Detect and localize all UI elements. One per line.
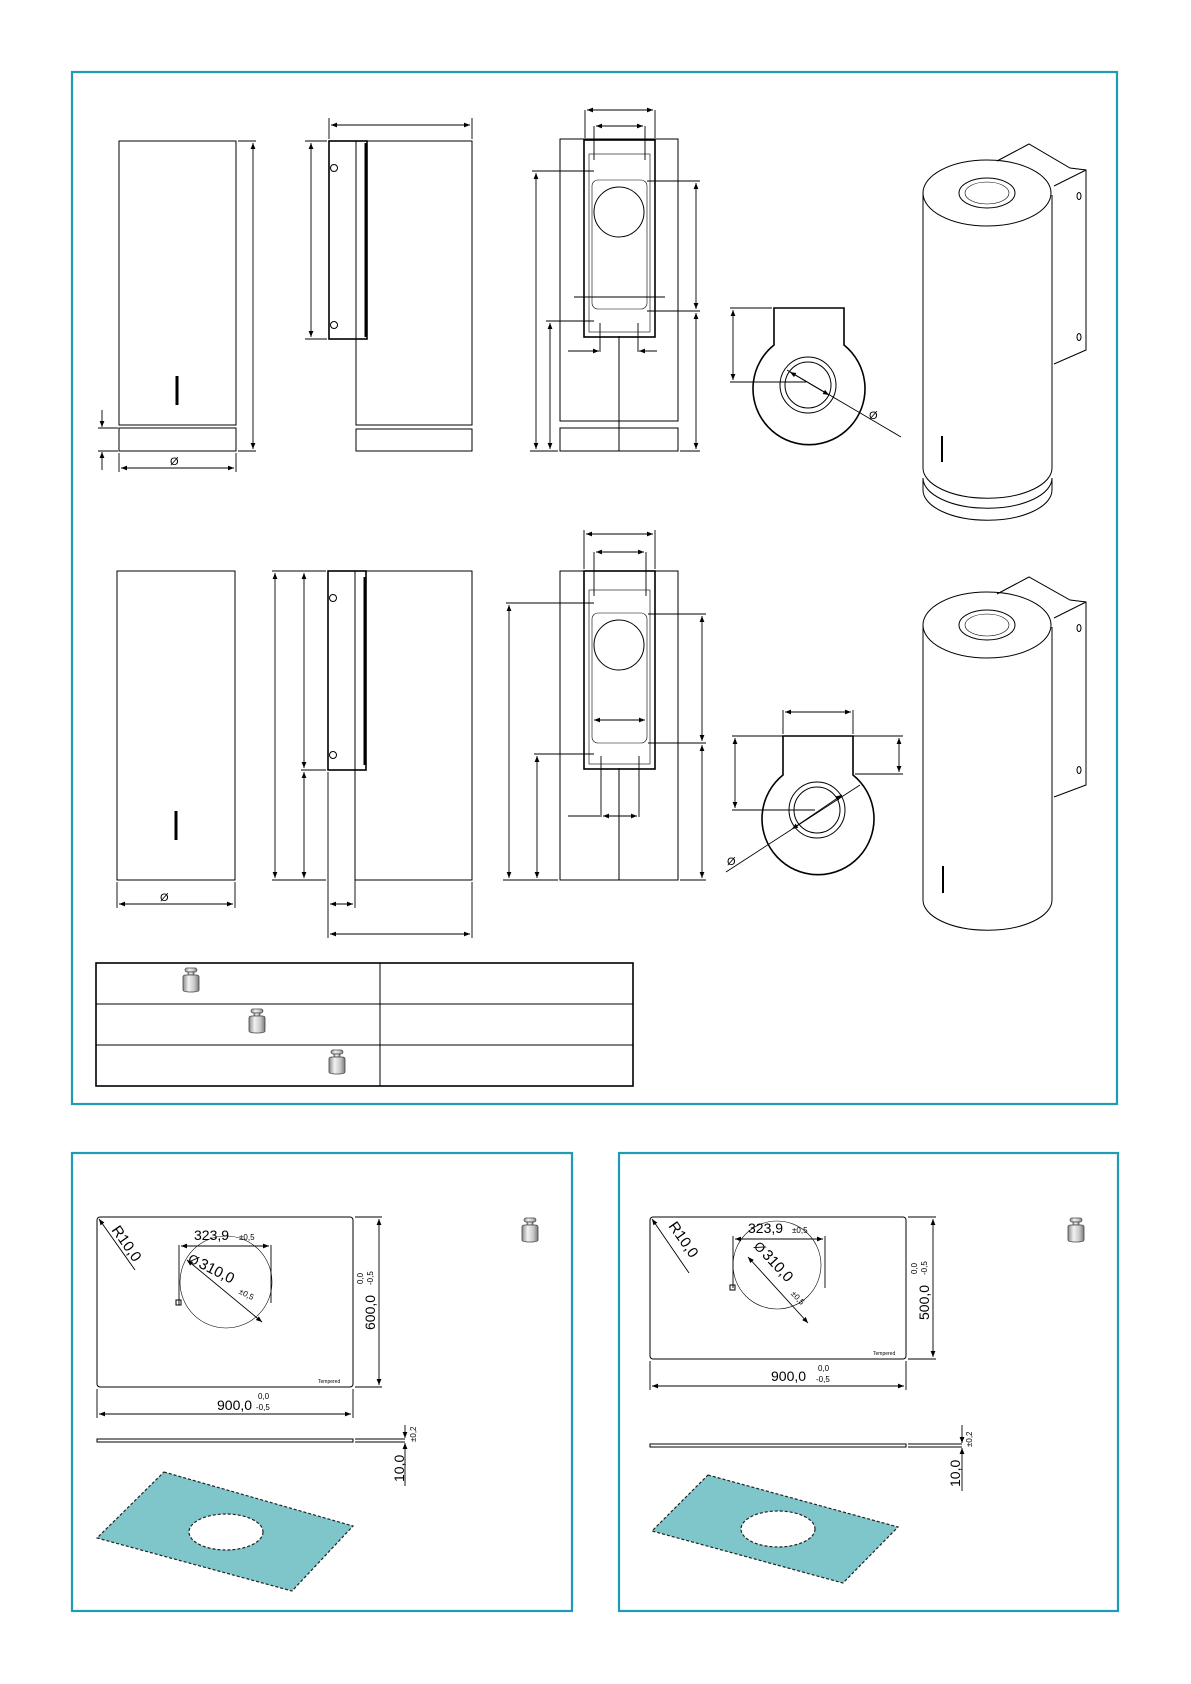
thickness-tolerance: ±0,2 bbox=[965, 1431, 974, 1447]
radius-label: R10,0 bbox=[108, 1223, 145, 1266]
width-tolerance-lower: -0,5 bbox=[256, 1403, 270, 1412]
hole-diameter-value: 310,0 bbox=[758, 1247, 796, 1286]
diameter-symbol: Ø bbox=[869, 410, 878, 422]
material-note: Tempered bbox=[318, 1379, 340, 1385]
height-tolerance-lower: -0,5 bbox=[366, 1271, 375, 1285]
top-view-bracket: Ø bbox=[730, 307, 902, 446]
hole-offset-value: 323,9 bbox=[194, 1227, 229, 1243]
weight-icon bbox=[521, 1217, 539, 1243]
isometric-view bbox=[922, 576, 1087, 931]
side-view bbox=[272, 570, 473, 938]
width-tolerance-upper: 0,0 bbox=[818, 1364, 830, 1373]
glass-panel-600-frame bbox=[70, 1151, 574, 1613]
front-view-with-base: Ø bbox=[98, 140, 256, 472]
hole-diameter-tolerance: ±0,5 bbox=[237, 1287, 255, 1302]
height-value: 500,0 bbox=[916, 1285, 932, 1320]
diameter-symbol: Ø bbox=[727, 856, 736, 868]
rear-view bbox=[503, 530, 706, 881]
width-tolerance-upper: 0,0 bbox=[258, 1392, 270, 1401]
weight-table bbox=[95, 962, 634, 1087]
hole-diameter-value: 310,0 bbox=[196, 1255, 237, 1287]
thickness-value: 10,0 bbox=[947, 1460, 963, 1487]
hole-offset-tolerance: ±0,5 bbox=[792, 1226, 808, 1235]
front-view: Ø bbox=[116, 570, 236, 908]
isometric-view-with-base bbox=[922, 143, 1087, 521]
rear-view-with-base bbox=[530, 107, 700, 452]
side-view-with-base bbox=[305, 118, 473, 452]
height-tolerance-upper: 0,0 bbox=[356, 1272, 365, 1284]
glass-panel-500-frame bbox=[617, 1151, 1120, 1613]
height-tolerance-upper: 0,0 bbox=[910, 1262, 919, 1274]
height-tolerance-lower: -0,5 bbox=[920, 1261, 929, 1275]
width-tolerance-lower: -0,5 bbox=[816, 1375, 830, 1384]
radius-label: R10,0 bbox=[665, 1219, 702, 1262]
weight-icon bbox=[328, 1049, 346, 1075]
width-value: 900,0 bbox=[217, 1397, 252, 1413]
hole-offset-tolerance: ±0,5 bbox=[239, 1233, 255, 1242]
thickness-tolerance: ±0,2 bbox=[409, 1426, 418, 1442]
glass-panel-600-drawing: R10,0 323,9 ±0,5 Ø 310,0 ±0,5 Tempered 6… bbox=[95, 1216, 539, 1592]
top-section-frame bbox=[70, 70, 1119, 1106]
top-view-bracket-2: Ø bbox=[725, 709, 903, 876]
material-note: Tempered bbox=[873, 1351, 895, 1357]
weight-icon bbox=[248, 1008, 266, 1034]
weight-icon bbox=[182, 967, 200, 993]
diameter-symbol: Ø bbox=[170, 456, 179, 468]
height-value: 600,0 bbox=[362, 1295, 378, 1330]
width-value: 900,0 bbox=[771, 1368, 806, 1384]
weight-icon bbox=[1067, 1217, 1085, 1243]
diameter-symbol: Ø bbox=[160, 892, 169, 904]
glass-panel-500-drawing: R10,0 323,9 ±0,5 Ø 310,0 ±0,5 Tempered 5… bbox=[649, 1216, 1085, 1584]
thickness-value: 10,0 bbox=[391, 1455, 407, 1482]
hole-offset-value: 323,9 bbox=[748, 1220, 783, 1236]
